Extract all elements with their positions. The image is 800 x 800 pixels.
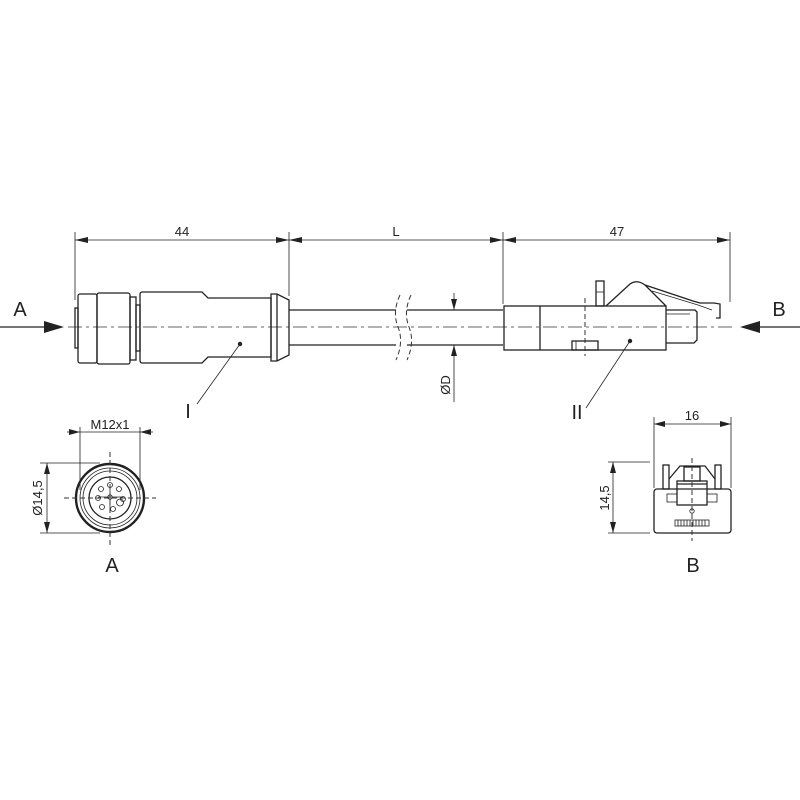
view-arrow-B-label: B [772,299,785,321]
dim-cable-diameter: ØD [438,375,453,395]
view-B-face [608,417,732,541]
label-connector-I: I [185,401,191,423]
dim-width-B: 16 [685,408,699,423]
label-connector-II: II [571,402,582,424]
connector-II-rj45 [503,280,721,356]
dim-L: L [392,224,399,239]
length-dimensions [74,232,731,304]
dim-47: 47 [610,224,624,239]
view-arrow-A [0,321,64,333]
view-A-caption: A [105,555,119,577]
cable-diameter-dimension [451,293,457,402]
leader-I [196,341,243,405]
view-arrow-A-label: A [13,299,27,321]
cable [289,294,503,361]
leader-II [585,338,633,409]
dim-diameter-A: Ø14,5 [30,480,45,515]
dim-thread: M12x1 [90,417,129,432]
view-B-caption: B [686,555,699,577]
view-arrow-B [740,321,800,333]
dim-44: 44 [175,224,189,239]
view-A-face [40,427,156,545]
connector-I-m12 [74,291,290,365]
dim-height-B: 14,5 [597,485,612,510]
